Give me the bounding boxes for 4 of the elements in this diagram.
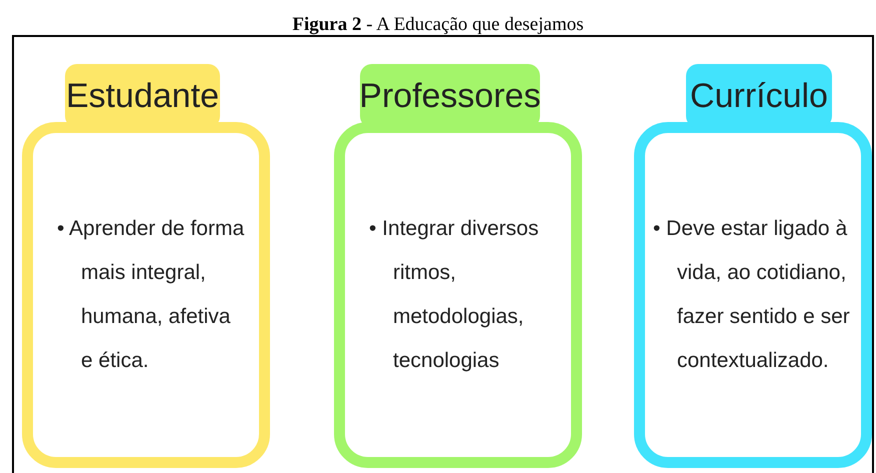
card-text: • Integrar diversos ritmos, metodologias, tecnologias	[369, 216, 540, 374]
figure-title: Figura 2 - A Educação que desejamos	[292, 14, 584, 36]
card-text: • Deve estar ligado à vida, ao cotidiano, fazer sentido e ser contextualizado.	[653, 216, 851, 374]
card-text: • Aprender de forma mais integral, humana, afetiva e ética.	[57, 216, 246, 374]
